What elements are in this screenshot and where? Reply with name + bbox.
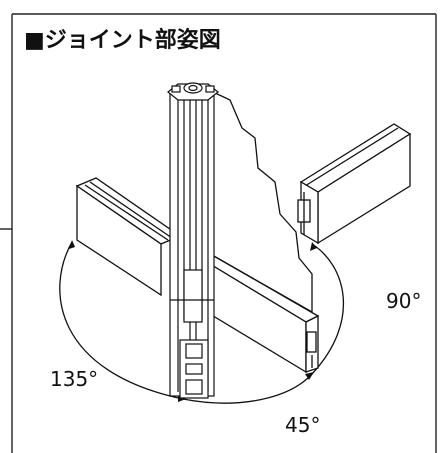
arc-135 xyxy=(59,241,184,400)
angle-label-135: 135° xyxy=(50,367,99,391)
front-panel xyxy=(198,254,320,374)
angle-label-90: 90° xyxy=(386,289,422,313)
angle-label-45: 45° xyxy=(285,413,321,437)
page-title: ■ジョイント部姿図 xyxy=(24,28,221,53)
post-top-cap xyxy=(167,82,219,101)
arc-90 xyxy=(311,243,345,375)
left-panel xyxy=(75,177,182,297)
post-bottom-profile xyxy=(179,339,209,399)
frame-border xyxy=(0,13,437,453)
arc-45 xyxy=(182,373,313,404)
angle-arcs xyxy=(59,241,345,404)
right-panel xyxy=(297,123,412,245)
